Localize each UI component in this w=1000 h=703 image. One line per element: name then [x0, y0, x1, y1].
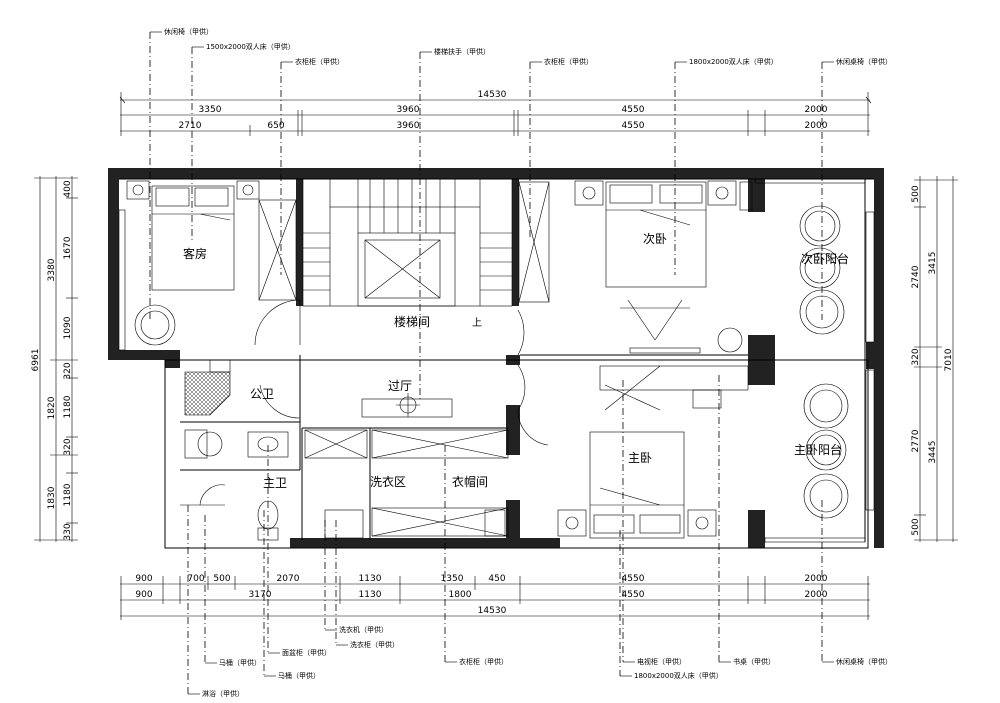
stairwell: [302, 178, 513, 307]
top-dim: 3960: [397, 105, 420, 115]
room-label-stairwell: 楼梯间: [394, 314, 430, 329]
doors: [254, 299, 549, 446]
tv-and-desk: [599, 299, 749, 411]
top-dimension-chains: 14530 3350 3960 4550 2000 2710 650 3960 …: [119, 90, 872, 136]
hallway-light-symbol: [396, 393, 420, 417]
room-label-cloakroom: 衣帽间: [452, 474, 488, 489]
bottom-dim: 700: [187, 574, 204, 584]
windows: [118, 178, 875, 543]
bottom-dim: 3170: [249, 590, 272, 600]
top-dim: 2710: [179, 121, 202, 131]
left-dim: 320: [63, 438, 73, 455]
annotation-top: 楼梯扶手（甲供）: [434, 47, 490, 56]
annotation-top: 1500x2000双人床（甲供）: [206, 42, 295, 51]
annotation-bottom: 1800x2000双人床（甲供）: [634, 671, 723, 680]
right-dim: 2740: [911, 265, 921, 288]
left-dim: 1180: [63, 483, 73, 506]
bottom-dim: 500: [213, 574, 230, 584]
nightstands: [126, 180, 753, 537]
bottom-dim: 900: [135, 574, 152, 584]
top-dim: 3350: [199, 105, 222, 115]
annotation-top: 休闲桌椅（甲供）: [836, 57, 892, 66]
annotation-bottom: 洗衣柜（甲供）: [350, 640, 399, 649]
top-dim: 4550: [622, 121, 645, 131]
right-dim: 500: [911, 185, 921, 202]
top-annotation-leaders: 休闲椅（甲供） 1500x2000双人床（甲供） 衣柜柜（甲供） 楼梯扶手（甲供…: [149, 27, 892, 400]
room-label-second-balcony: 次卧阳台: [801, 251, 849, 266]
right-dimension-chains: 500 2740 320 2770 500 3415 3445 7010: [911, 176, 958, 542]
balcony-chairs: [134, 205, 849, 519]
annotation-top: 1800x2000双人床（甲供）: [689, 57, 778, 66]
annotation-bottom: 衣柜柜（甲供）: [459, 657, 508, 666]
left-dim: 1670: [63, 236, 73, 259]
stair-up-mark: 上: [472, 317, 482, 329]
right-dim: 320: [911, 348, 921, 365]
left-dimension-chains: 6961 3380 1820 1830 400 1670 1090 320 11…: [31, 176, 78, 542]
left-dim: 320: [63, 362, 73, 379]
left-dim: 330: [63, 523, 73, 540]
left-dim: 1820: [47, 396, 57, 419]
annotation-bottom: 马桶（甲供）: [219, 658, 261, 667]
right-total-dim: 7010: [944, 348, 954, 371]
room-label-master-balcony: 主卧阳台: [794, 442, 842, 457]
right-dim: 3445: [928, 441, 938, 464]
left-dim: 1090: [63, 316, 73, 339]
right-dim: 500: [911, 518, 921, 535]
bottom-dim: 1130: [359, 574, 382, 584]
top-dim: 2000: [805, 121, 828, 131]
left-dim: 1180: [63, 395, 73, 418]
room-labels: 客房 次卧 楼梯间 上 过厅 公卫 主卫 洗衣区 衣帽间 主卧 次卧阳台 主卧阳…: [183, 232, 849, 490]
bottom-dim: 2070: [277, 574, 300, 584]
annotation-bottom: 马桶（甲供）: [278, 671, 320, 680]
bottom-dim: 4550: [622, 574, 645, 584]
bottom-dim: 2000: [805, 574, 828, 584]
walls: [108, 168, 884, 548]
annotation-bottom: 电视柜（甲供）: [637, 657, 686, 666]
bottom-annotation-leaders: 淋浴（甲供） 马桶（甲供） 马桶（甲供） 面盆柜（甲供） 洗衣机（甲供） 洗衣柜…: [187, 375, 892, 698]
bottom-dim: 900: [135, 590, 152, 600]
room-label-hallway: 过厅: [388, 379, 412, 393]
bottom-dim: 4550: [622, 590, 645, 600]
left-dim: 3380: [47, 258, 57, 281]
left-dim: 400: [63, 180, 73, 197]
annotation-bottom: 洗衣机（甲供）: [339, 625, 388, 634]
bottom-dim: 1800: [449, 590, 472, 600]
annotation-bottom: 淋浴（甲供）: [202, 689, 244, 698]
top-dim: 2000: [805, 105, 828, 115]
bottom-total-dim: 14530: [478, 606, 507, 616]
room-label-guest: 客房: [183, 246, 207, 261]
bottom-dim: 2000: [805, 590, 828, 600]
room-label-public-bath: 公卫: [250, 387, 274, 401]
room-label-master-bedroom: 主卧: [628, 451, 652, 465]
top-dim: 3960: [397, 121, 420, 131]
annotation-bottom: 面盆柜（甲供）: [282, 648, 331, 657]
bottom-dim: 1350: [441, 574, 464, 584]
top-total-dim: 14530: [478, 90, 507, 100]
right-dim: 2770: [911, 429, 921, 452]
bottom-dim: 450: [488, 574, 505, 584]
top-dim: 4550: [622, 105, 645, 115]
annotation-top: 衣柜柜（甲供）: [295, 57, 344, 66]
left-dim: 1830: [47, 486, 57, 509]
bottom-dim: 1130: [359, 590, 382, 600]
annotation-top: 休闲椅（甲供）: [164, 27, 213, 36]
room-label-laundry: 洗衣区: [370, 474, 406, 489]
room-label-second-bedroom: 次卧: [643, 232, 667, 246]
right-dim: 3415: [928, 252, 938, 275]
annotation-top: 衣柜柜（甲供）: [544, 57, 593, 66]
annotation-bottom: 书桌（甲供）: [733, 657, 775, 666]
beds: [151, 181, 707, 539]
bottom-dimension-chains: 900 700 500 2070 1130 1350 450 4550 2000…: [120, 574, 870, 620]
left-total-dim: 6961: [31, 349, 41, 372]
bathroom-fixtures: [180, 359, 506, 541]
top-dim: 650: [267, 121, 284, 131]
wardrobes: [258, 181, 550, 537]
room-label-master-bath: 主卫: [263, 476, 287, 490]
annotation-bottom: 休闲桌椅（甲供）: [836, 657, 892, 666]
